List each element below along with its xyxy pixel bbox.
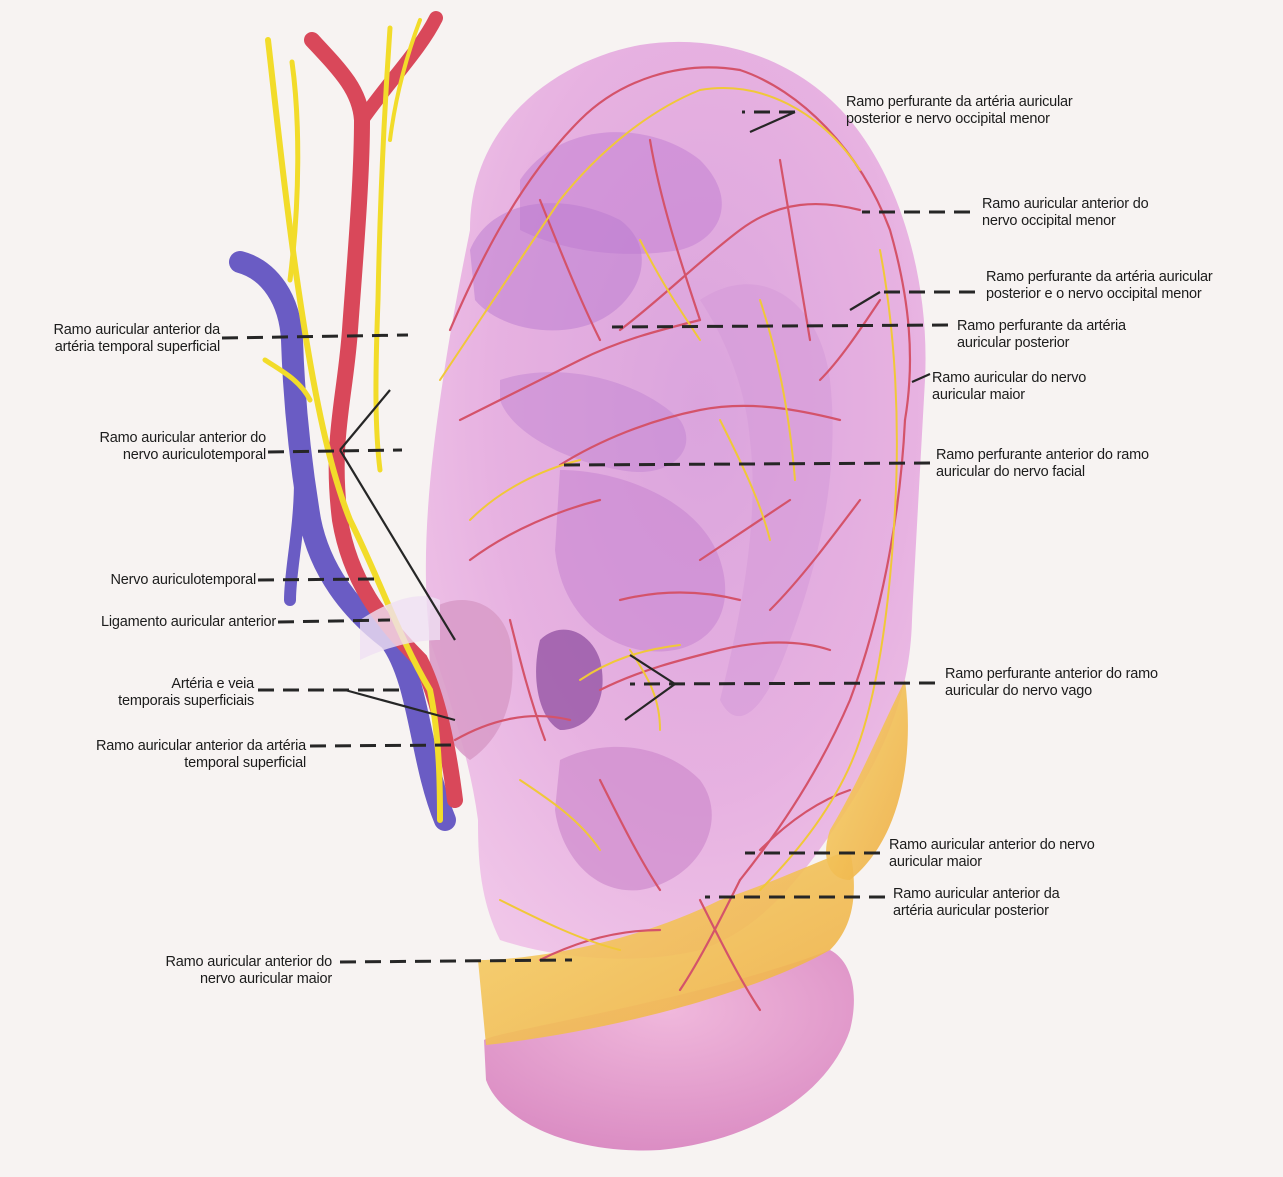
label-line: auricular maior (932, 387, 1086, 404)
label-anterior-auricular-branch-superficial-temporal-lower: Ramo auricular anterior da artéria tempo… (20, 738, 306, 772)
label-line: artéria auricular posterior (893, 903, 1059, 920)
label-anterior-auricular-branch-posterior-auricular-artery: Ramo auricular anterior da artéria auric… (893, 886, 1059, 920)
label-line: auricular maior (889, 854, 1095, 871)
label-anterior-auricular-branch-auriculotemporal: Ramo auricular anterior do nervo auricul… (40, 430, 266, 464)
label-line: nervo auriculotemporal (40, 447, 266, 464)
label-anterior-auricular-branch-great-auricular-lobe: Ramo auricular anterior do nervo auricul… (100, 954, 332, 988)
label-line: Ligamento auricular anterior (30, 614, 276, 631)
label-line: nervo occipital menor (982, 213, 1148, 230)
label-perforating-branch-vagus-nerve: Ramo perfurante anterior do ramo auricul… (945, 666, 1158, 700)
label-line: Ramo auricular anterior do (982, 196, 1148, 213)
label-line: Ramo auricular anterior do (40, 430, 266, 447)
label-perforating-branch-posterior-auricular-artery: Ramo perfurante da artéria auricular pos… (846, 94, 1073, 128)
label-line: auricular do nervo facial (936, 464, 1149, 481)
label-line: nervo auricular maior (100, 971, 332, 988)
label-anterior-auricular-branch-great-auricular-lower: Ramo auricular anterior do nervo auricul… (889, 837, 1095, 871)
label-anterior-auricular-branch-superficial-temporal-artery: Ramo auricular anterior da artéria tempo… (6, 322, 220, 356)
label-line: Ramo auricular anterior do nervo (889, 837, 1095, 854)
label-line: Ramo auricular do nervo (932, 370, 1086, 387)
label-line: auricular do nervo vago (945, 683, 1158, 700)
label-line: temporais superficiais (40, 693, 254, 710)
label-anterior-auricular-branch-lesser-occipital: Ramo auricular anterior do nervo occipit… (982, 196, 1148, 230)
label-line: posterior e nervo occipital menor (846, 111, 1073, 128)
label-line: Ramo auricular anterior da artéria (20, 738, 306, 755)
label-line: Ramo perfurante anterior do ramo (945, 666, 1158, 683)
label-perforating-branch-and-lesser-occipital: Ramo perfurante da artéria auricular pos… (986, 269, 1213, 303)
label-superficial-temporal-vessels: Artéria e veia temporais superficiais (40, 676, 254, 710)
label-line: Ramo perfurante da artéria (957, 318, 1126, 335)
label-anterior-auricular-ligament: Ligamento auricular anterior (30, 614, 276, 631)
label-line: Ramo auricular anterior do (100, 954, 332, 971)
label-line: Ramo auricular anterior da (6, 322, 220, 339)
label-perforating-branch-posterior-auricular: Ramo perfurante da artéria auricular pos… (957, 318, 1126, 352)
label-line: Ramo auricular anterior da (893, 886, 1059, 903)
label-line: posterior e o nervo occipital menor (986, 286, 1213, 303)
label-line: artéria temporal superficial (6, 339, 220, 356)
label-line: Ramo perfurante da artéria auricular (846, 94, 1073, 111)
label-line: Ramo perfurante da artéria auricular (986, 269, 1213, 286)
label-line: auricular posterior (957, 335, 1126, 352)
label-line: Ramo perfurante anterior do ramo (936, 447, 1149, 464)
label-auriculotemporal-nerve: Nervo auriculotemporal (40, 572, 256, 589)
label-line: temporal superficial (20, 755, 306, 772)
label-line: Nervo auriculotemporal (40, 572, 256, 589)
label-perforating-branch-facial-nerve: Ramo perfurante anterior do ramo auricul… (936, 447, 1149, 481)
label-auricular-branch-great-auricular: Ramo auricular do nervo auricular maior (932, 370, 1086, 404)
label-line: Artéria e veia (40, 676, 254, 693)
